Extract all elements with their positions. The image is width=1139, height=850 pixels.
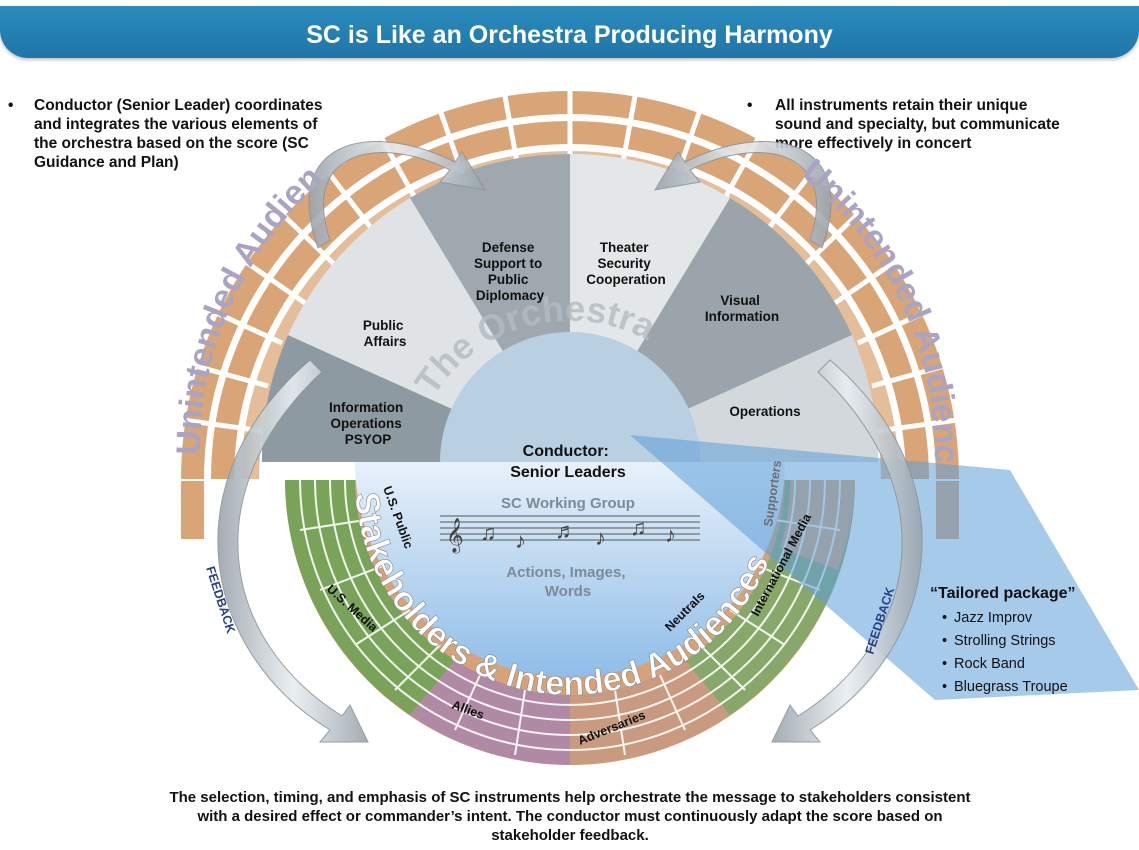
footer-caption: The selection, timing, and emphasis of S…: [40, 788, 1100, 845]
footer-line: with a desired effect or commander’s int…: [197, 808, 943, 825]
title-banner: SC is Like an Orchestra Producing Harmon…: [0, 6, 1139, 58]
left-bullet-line: Conductor (Senior Leader) coordinates: [34, 97, 323, 114]
svg-text:♪: ♪: [595, 525, 606, 550]
section-label-theater-security: Theater Security Cooperation: [586, 240, 666, 287]
music-staff: [440, 515, 700, 541]
left-bullet-line: Guidance and Plan): [34, 154, 179, 171]
tailored-item: Bluegrass Troupe: [954, 679, 1068, 695]
tailored-item: Jazz Improv: [954, 610, 1033, 626]
footer-line: The selection, timing, and emphasis of S…: [169, 789, 971, 806]
right-bullet-line: sound and specialty, but communicate: [775, 116, 1060, 133]
left-bullet-line: the orchestra based on the score (SC: [34, 135, 309, 152]
music-notes-icon: ♫ ♪ ♬ ♪ ♫ ♪: [480, 515, 676, 553]
left-bullet: • Conductor (Senior Leader) coordinates …: [8, 96, 323, 172]
svg-text:♫: ♫: [480, 520, 497, 545]
tailored-bullet: •: [942, 610, 947, 626]
page-title: SC is Like an Orchestra Producing Harmon…: [306, 21, 833, 49]
actions-label: Actions, Images, Words: [506, 564, 629, 600]
bullet-marker: •: [747, 97, 753, 114]
feedback-arrows: [217, 141, 923, 743]
tailored-bullet: •: [942, 656, 947, 672]
section-label-operations: Operations: [729, 404, 800, 419]
tailored-item: Strolling Strings: [954, 633, 1056, 649]
conductor-podium: [440, 332, 700, 462]
right-bullet-line: All instruments retain their unique: [775, 97, 1028, 114]
section-label-defense-support: Defense Support to Public Diplomacy: [474, 240, 546, 303]
section-label-public-affairs: Public Affairs: [363, 318, 407, 349]
tailored-beam: [630, 435, 1139, 700]
bullet-marker: •: [8, 97, 14, 114]
tailored-package-title: “Tailored package”: [930, 585, 1076, 602]
tailored-bullet: •: [942, 633, 947, 649]
conductor-label: Conductor: Senior Leaders: [510, 443, 626, 481]
right-bullet-line: more effectively in concert: [775, 135, 972, 152]
tailored-package-list: • Jazz Improv • Strolling Strings • Rock…: [942, 610, 1068, 695]
section-label-visual-information: Visual Information: [705, 293, 779, 324]
svg-text:♫: ♫: [630, 515, 647, 540]
treble-clef-icon: 𝄞: [446, 518, 464, 554]
left-bullet-line: and integrates the various elements of: [34, 116, 318, 133]
tailored-item: Rock Band: [954, 656, 1025, 672]
right-bullet: • All instruments retain their unique so…: [747, 96, 1060, 153]
tailored-bullet: •: [942, 679, 947, 695]
working-group-label: SC Working Group: [501, 495, 635, 512]
footer-line: stakeholder feedback.: [491, 827, 649, 844]
section-label-information-operations: Information Operations PSYOP: [329, 400, 407, 447]
svg-text:♪: ♪: [665, 522, 676, 547]
svg-text:♬: ♬: [555, 518, 577, 543]
svg-text:♪: ♪: [515, 528, 526, 553]
